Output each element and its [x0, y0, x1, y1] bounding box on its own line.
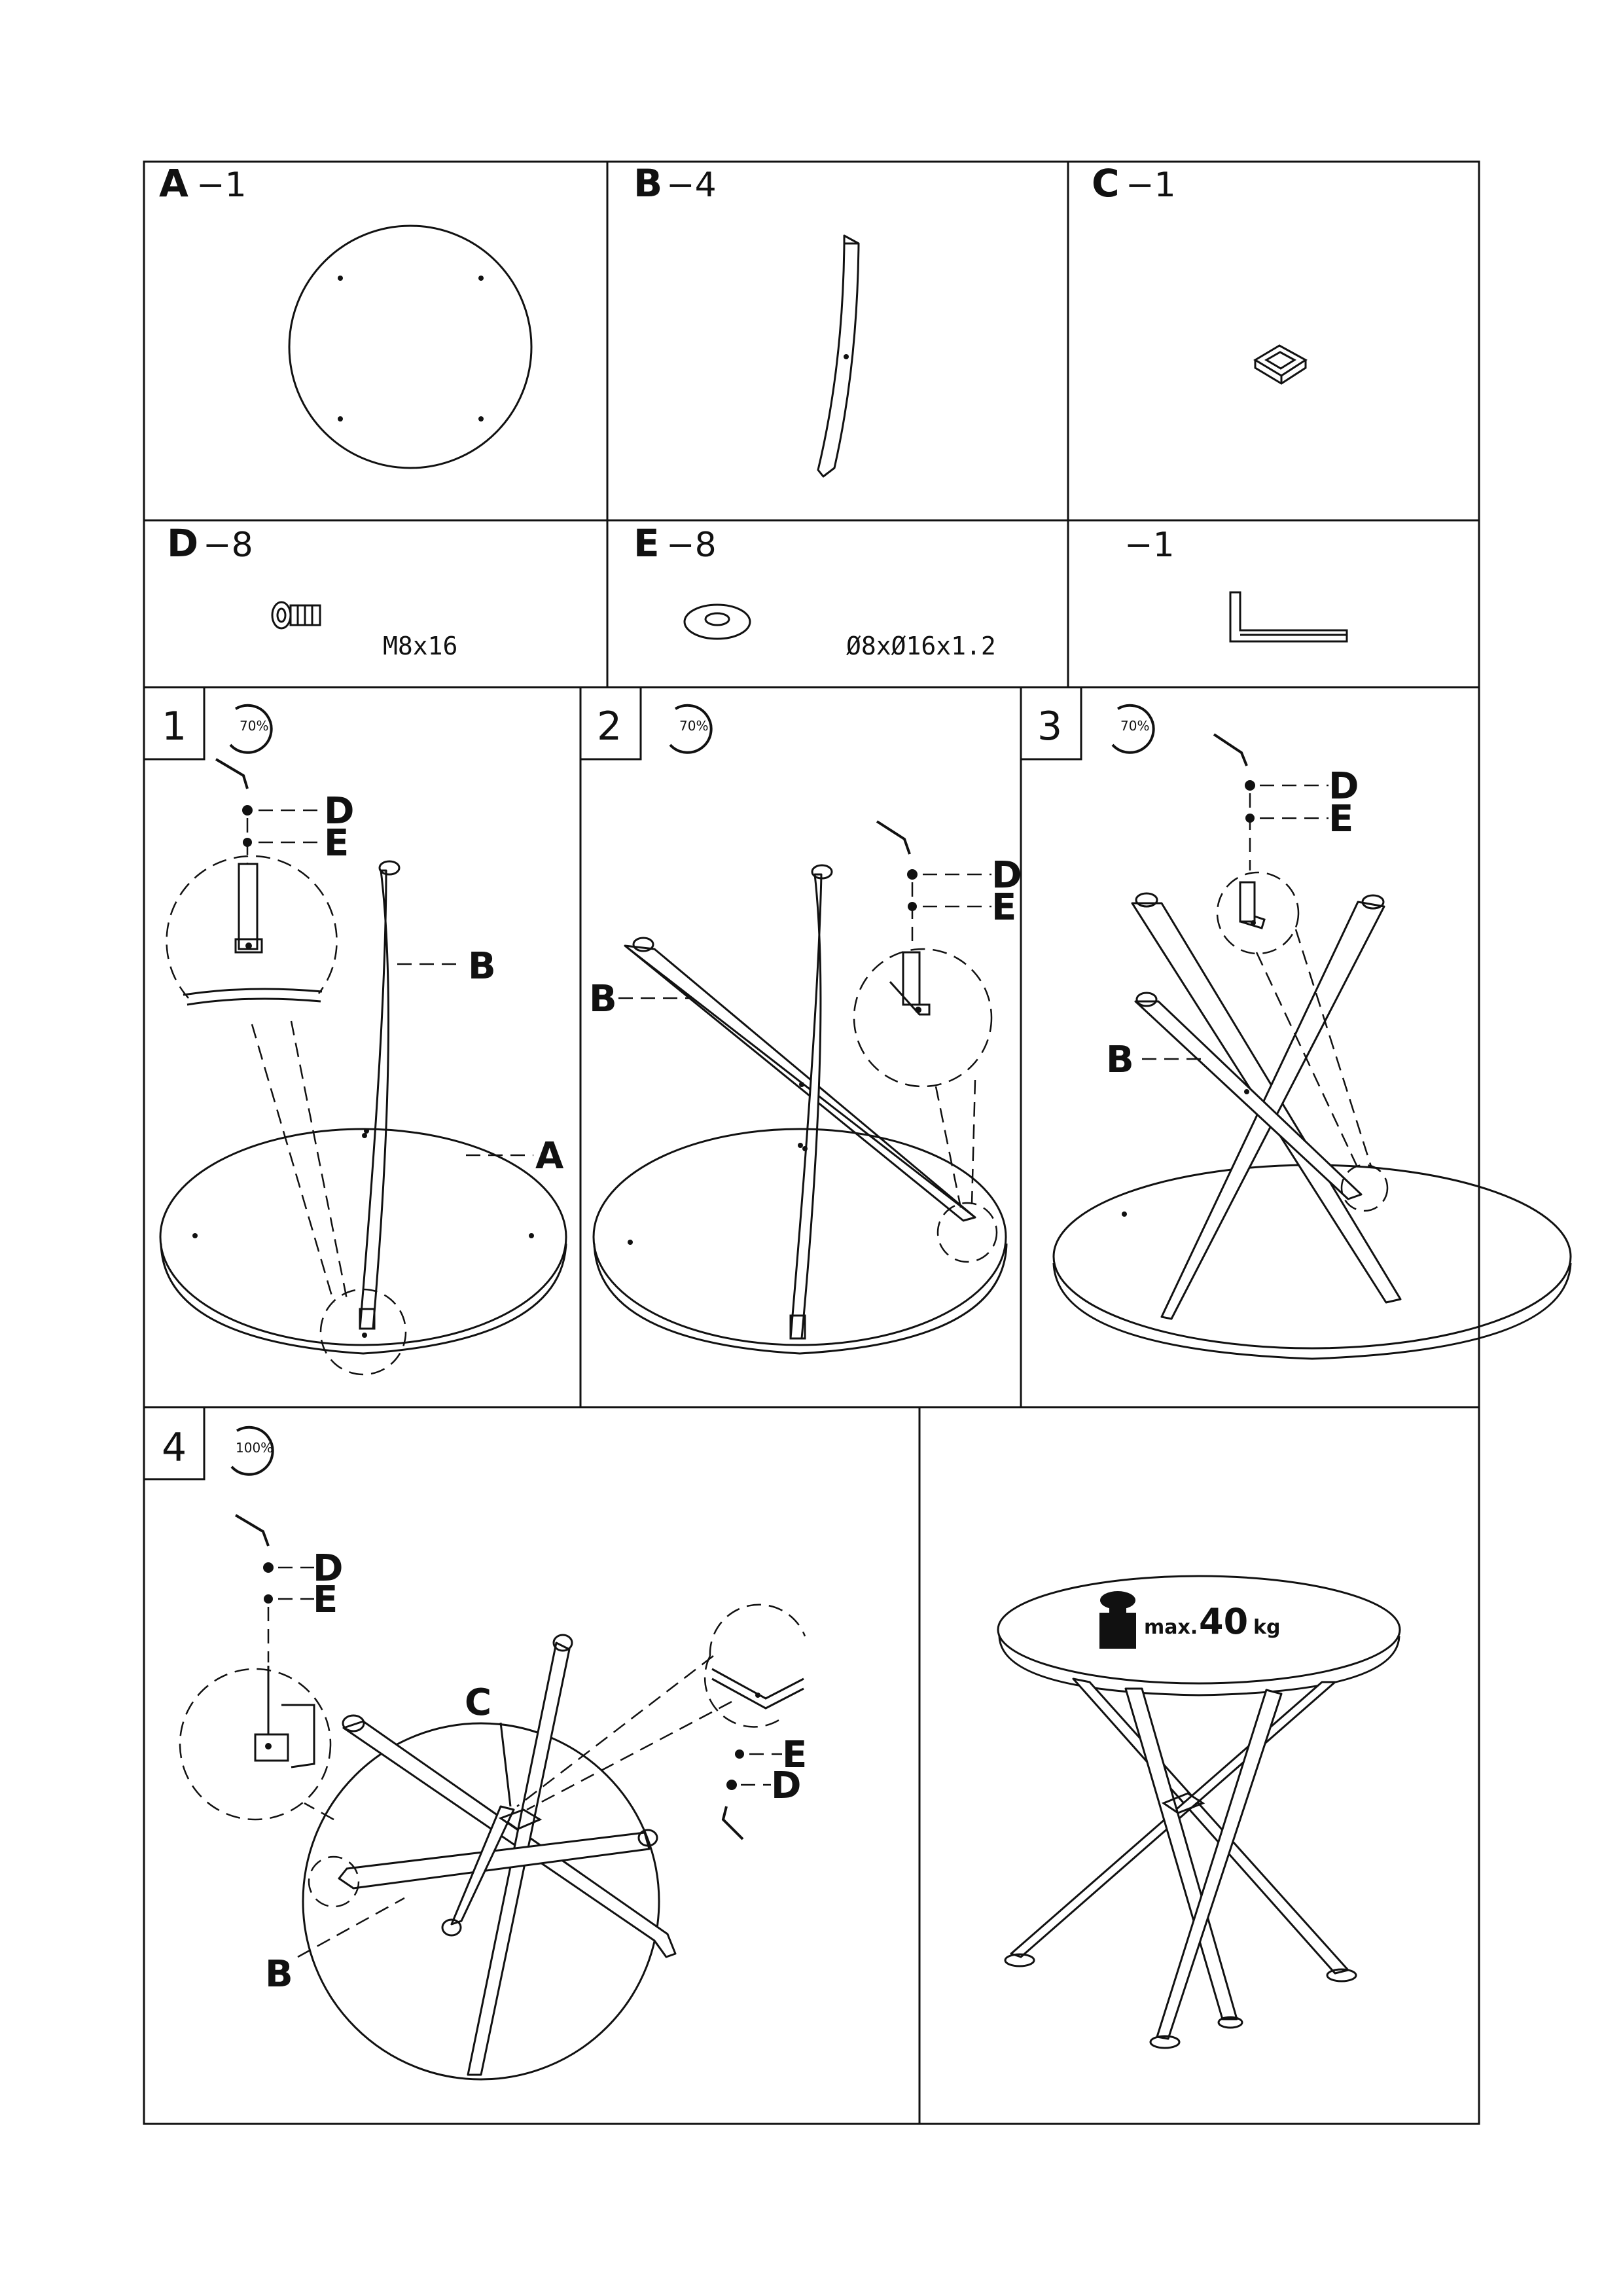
tool-cell: −1 [1124, 526, 1348, 643]
part-d-letter: D [167, 521, 198, 565]
step-4: 4 100% D E C [143, 1406, 807, 2081]
part-c-letter: C [1092, 161, 1120, 206]
step-4-callout-e: E [313, 1579, 338, 1621]
part-a-qty: −1 [196, 166, 247, 205]
step-3: 3 70% D E B [1020, 686, 1572, 1360]
step-1-callout-b: B [468, 945, 496, 988]
step-3-callout-b: B [1106, 1039, 1134, 1081]
step-4-callout-b: B [265, 1953, 293, 1996]
step-1: 1 70% D E B A [143, 686, 567, 1376]
frame-grid [143, 160, 1480, 2125]
part-b-cell: B −4 [633, 161, 860, 478]
step-4-callout-d2: D [771, 1765, 801, 1807]
torque-wrench-icon: 70% [1111, 704, 1155, 754]
part-e-qty: −8 [666, 526, 717, 565]
step-2-callout-b: B [589, 978, 617, 1020]
step-4-callout-c: C [465, 1681, 491, 1724]
step-2-torque: 70% [679, 718, 708, 734]
step-4-torque: 100% [236, 1440, 273, 1456]
step-2-callout-d: D [991, 854, 1022, 897]
weight-icon [1099, 1591, 1136, 1649]
step-1-callout-e: E [324, 822, 349, 865]
step-3-callout-d: D [1329, 765, 1359, 808]
torque-wrench-icon: 70% [669, 704, 713, 754]
part-c-cell: C −1 [1092, 161, 1308, 385]
step-3-torque: 70% [1120, 718, 1149, 734]
part-c-qty: −1 [1126, 166, 1176, 205]
allen-key-icon [1229, 591, 1348, 643]
part-e-spec: Ø8xØ16x1.2 [846, 632, 996, 660]
step-3-callout-e: E [1329, 798, 1353, 840]
tool-qty: −1 [1124, 526, 1175, 565]
part-e-letter: E [633, 521, 660, 565]
torque-wrench-icon: 100% [230, 1426, 274, 1476]
part-d-cell: D −8 M8x16 [167, 521, 457, 660]
step-1-torque: 70% [240, 718, 268, 734]
max-load-prefix: max. [1144, 1616, 1198, 1639]
part-d-qty: −8 [203, 526, 253, 565]
part-a-cell: A −1 [159, 161, 533, 469]
step-4-number: 4 [162, 1425, 187, 1471]
step-4-callout-d: D [313, 1547, 343, 1590]
part-b-letter: B [633, 161, 662, 206]
torque-wrench-icon: 70% [229, 704, 273, 754]
washer-icon [683, 603, 751, 640]
final-assembly: max. 40 kg [997, 1575, 1401, 2049]
step-4-callout-e2: E [782, 1734, 807, 1776]
bracket-icon [1253, 344, 1308, 385]
max-load-unit: kg [1253, 1616, 1280, 1639]
step-1-callout-a: A [535, 1135, 564, 1177]
step-3-number: 3 [1037, 704, 1062, 749]
bolt-icon [271, 601, 321, 630]
step-2-number: 2 [597, 704, 622, 749]
tabletop-icon [288, 224, 533, 469]
step-2-callout-e: E [991, 886, 1016, 929]
leg-icon [817, 234, 860, 478]
part-b-qty: −4 [666, 166, 717, 205]
part-a-letter: A [159, 161, 188, 206]
step-2: 2 70% D E B [579, 686, 1022, 1355]
step-1-callout-d: D [324, 790, 354, 833]
step-1-number: 1 [162, 704, 187, 749]
part-e-cell: E −8 Ø8xØ16x1.2 [633, 521, 996, 660]
max-load-value: 40 [1199, 1601, 1248, 1642]
part-d-spec: M8x16 [383, 632, 457, 660]
